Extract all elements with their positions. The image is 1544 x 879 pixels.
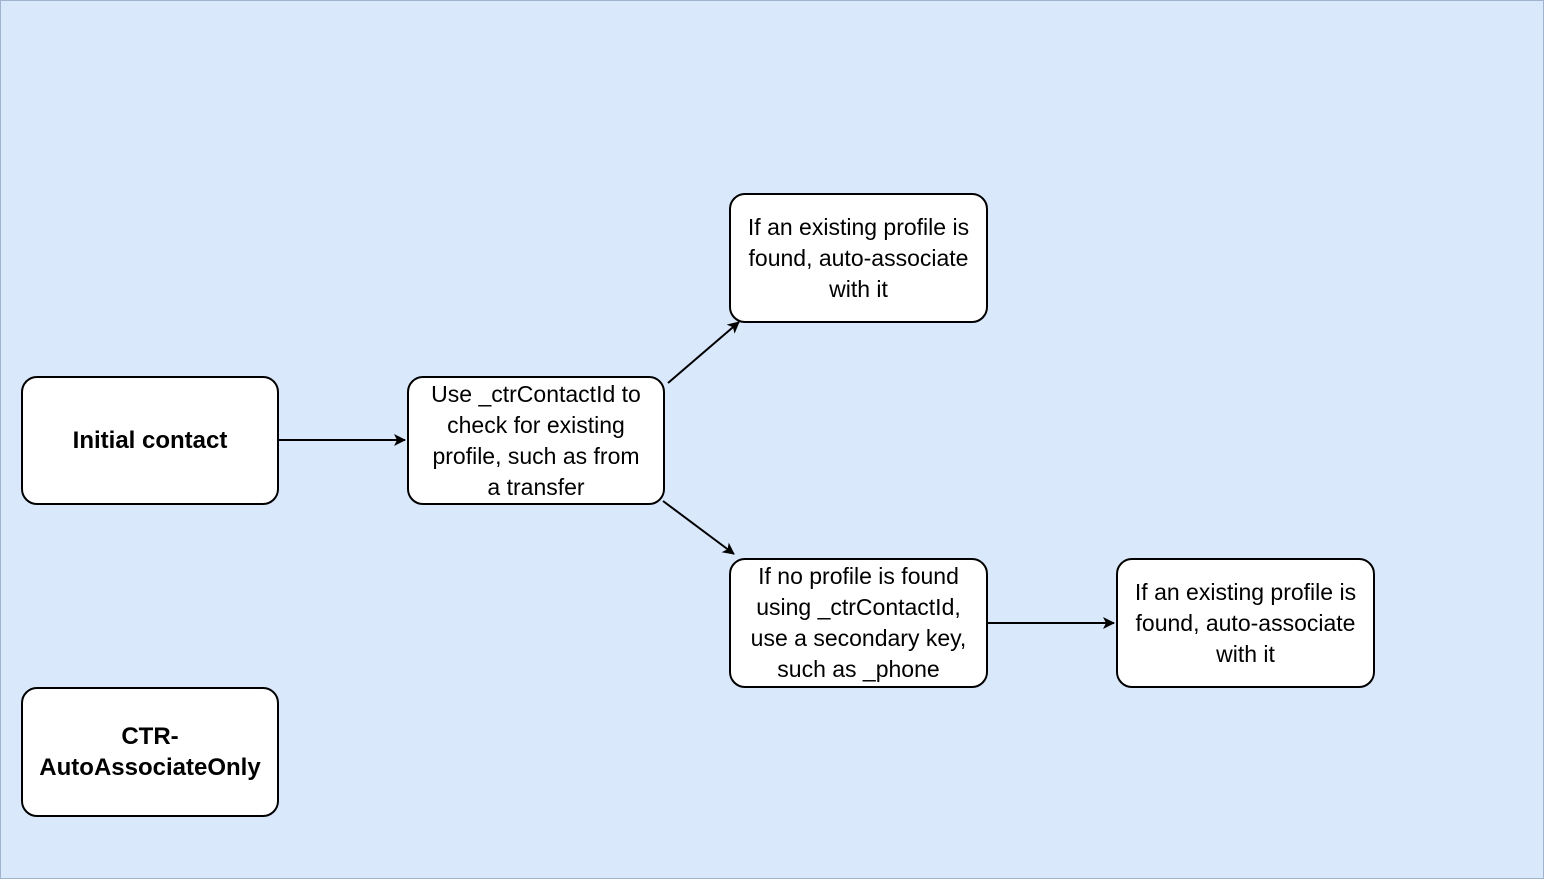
connector-check-to-found (667, 321, 740, 384)
initial-contact-node[interactable]: Initial contact (21, 376, 279, 505)
initial-contact-label: Initial contact (72, 427, 228, 454)
existing-profile-found-secondary-node[interactable]: If an existing profile is found, auto-as… (1116, 558, 1375, 688)
flow-name-label: CTR- AutoAssociateOnly (39, 723, 261, 781)
existing-profile-found-secondary-label: If an existing profile is found, auto-as… (1134, 578, 1357, 667)
no-profile-found-label: If no profile is found using _ctrContact… (750, 563, 967, 682)
check-contact-id-node[interactable]: Use _ctrContactId to check for existing … (407, 376, 665, 505)
no-profile-found-node[interactable]: If no profile is found using _ctrContact… (729, 558, 988, 688)
flow-name-node[interactable]: CTR- AutoAssociateOnly (21, 687, 279, 817)
existing-profile-found-node[interactable]: If an existing profile is found, auto-as… (729, 193, 988, 323)
connector-check-to-no-profile (662, 500, 735, 555)
existing-profile-found-label: If an existing profile is found, auto-as… (747, 213, 970, 302)
check-contact-id-label: Use _ctrContactId to check for existing … (431, 380, 641, 500)
